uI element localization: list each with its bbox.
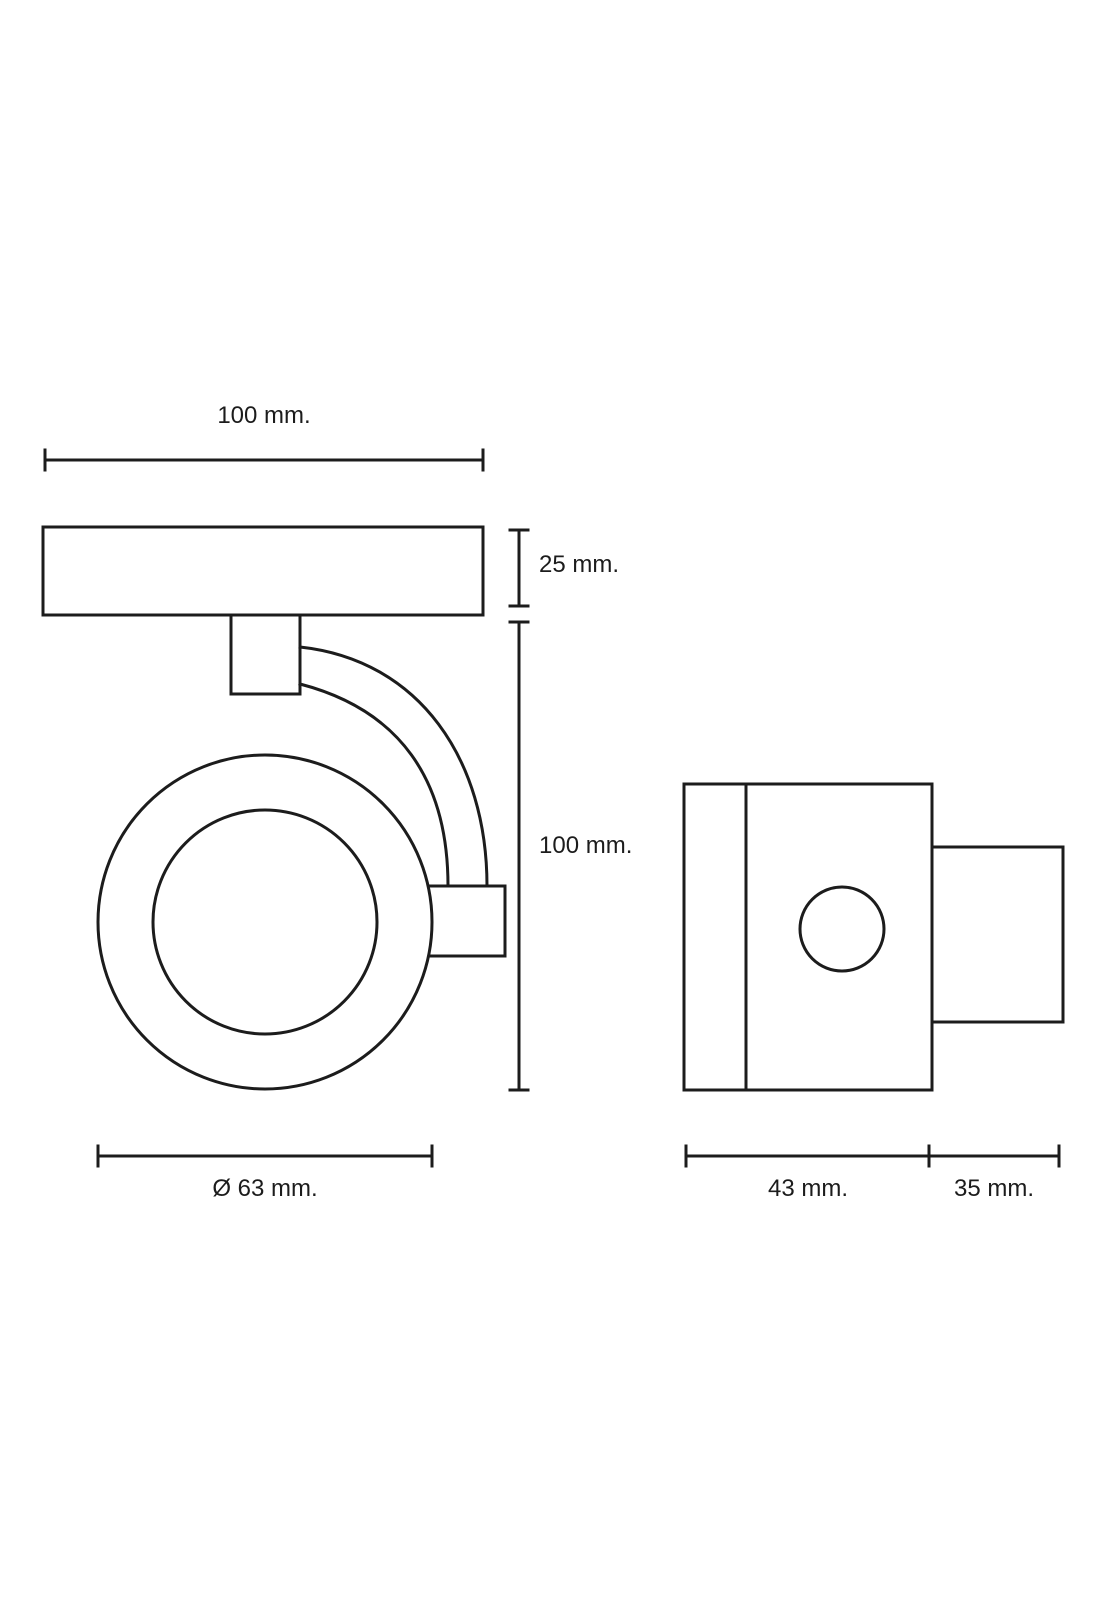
side-body [744,782,934,1092]
dimension-depth [684,1144,1061,1168]
side-body-front-band [682,782,748,1092]
lamp-lens [151,808,379,1036]
front-view [41,525,507,1091]
dimension-width-top [43,448,485,472]
dimension-base-height [508,528,530,608]
side-view [682,782,1065,1092]
side-pivot-circle [798,885,886,973]
base-plate [41,525,485,617]
label-diameter: Ø 63 mm. [212,1175,317,1202]
label-depth-body: 43 mm. [768,1175,848,1202]
label-base-height: 25 mm. [539,551,619,578]
dimension-diameter [96,1144,434,1168]
label-width-top: 100 mm. [217,402,310,429]
label-depth-mount: 35 mm. [954,1175,1034,1202]
arm-joint-block [426,884,507,958]
label-total-height: 100 mm. [539,832,632,859]
side-mount [930,845,1065,1024]
lamp-head-outer [96,753,434,1091]
neck-block [229,613,302,696]
arm-outer-curve [298,645,489,888]
arm-inner-curve [298,682,450,888]
dimension-total-height [508,620,530,1092]
